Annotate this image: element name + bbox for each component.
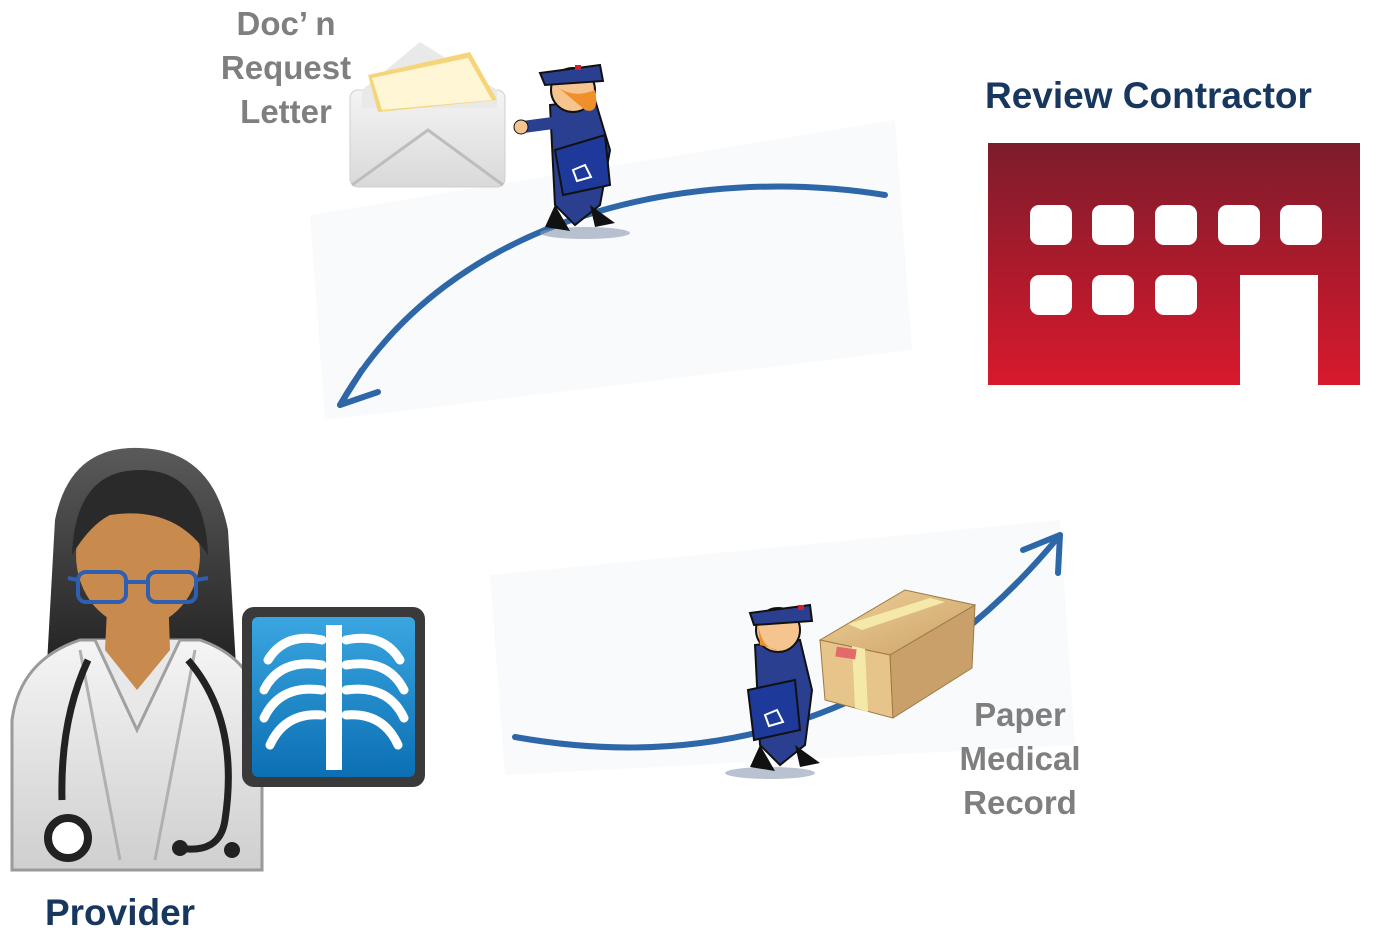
paper-label-line-3: Record — [963, 784, 1077, 821]
office-building-icon — [988, 143, 1360, 385]
xray-monitor-icon — [242, 607, 425, 787]
doc-label-line-3: Letter — [240, 93, 332, 130]
envelope-icon — [349, 42, 506, 188]
paper-label-line-1: Paper — [974, 696, 1066, 733]
package-box-icon — [818, 589, 977, 719]
doc-label-line-1: Doc’ n — [236, 5, 336, 42]
mail-carrier-icon — [725, 603, 820, 779]
doctor-with-xray-icon — [10, 447, 264, 872]
doc-request-letter-label: Doc’ n Request Letter — [196, 2, 376, 134]
paper-medical-record-label: Paper Medical Record — [920, 693, 1120, 825]
paper-label-line-2: Medical — [959, 740, 1081, 777]
review-contractor-label: Review Contractor — [985, 75, 1312, 116]
arrow-panel-top — [310, 120, 912, 420]
doc-label-line-2: Request — [220, 49, 352, 86]
mail-carrier-icon — [513, 63, 630, 239]
provider-label: Provider — [44, 892, 196, 933]
